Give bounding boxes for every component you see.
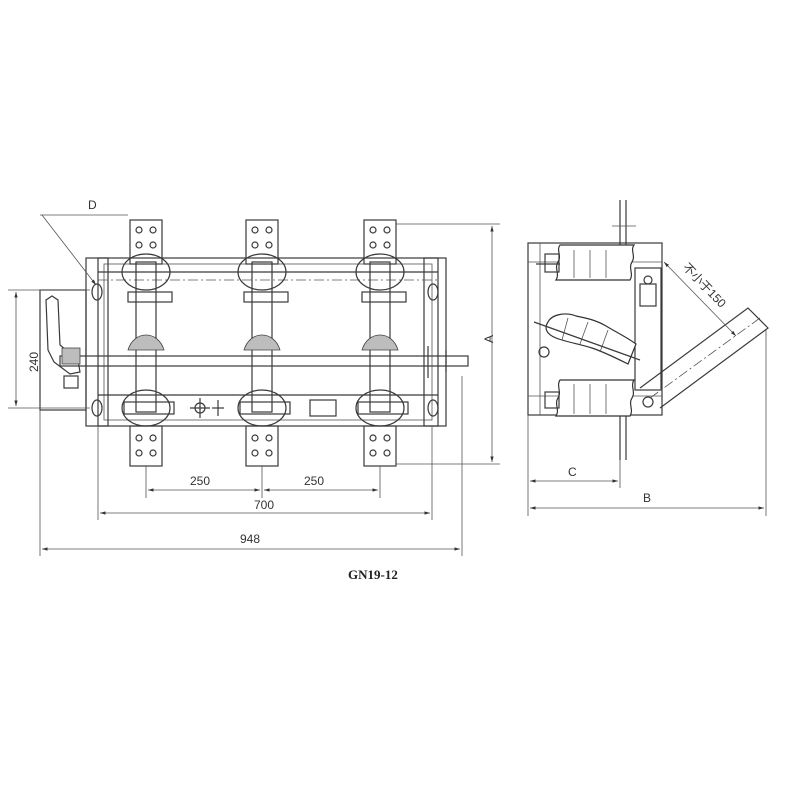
dim-250-right-label: 250 — [304, 474, 324, 488]
upper-insulator — [121, 253, 171, 291]
upper-insulator — [237, 253, 287, 291]
terminal-hole — [265, 434, 273, 442]
open-blade — [639, 307, 769, 409]
operating-shaft — [59, 355, 469, 367]
terminal-hole — [251, 241, 259, 249]
front-view: D 240 250 250 700 948 — [8, 198, 500, 556]
nameplate — [309, 399, 337, 417]
dim-948-label: 948 — [240, 532, 260, 546]
lower-clamp — [239, 401, 291, 415]
lower-clamp — [123, 401, 175, 415]
rib — [599, 329, 609, 353]
terminal-hole — [149, 241, 157, 249]
lower-clamp — [357, 401, 409, 415]
terminal-hole — [383, 241, 391, 249]
terminal-hole — [251, 434, 259, 442]
side-middle-insulator — [533, 313, 641, 365]
dim-a: A — [396, 223, 500, 465]
blade-shade — [243, 334, 281, 351]
terminal-hole — [369, 434, 377, 442]
upper-insulator — [355, 253, 405, 291]
blade — [369, 261, 391, 413]
bracket — [639, 283, 657, 307]
blade-shade — [127, 334, 165, 351]
blade — [251, 261, 273, 413]
blade — [135, 261, 157, 413]
dim-c-label: C — [568, 465, 577, 479]
terminal-hole — [135, 434, 143, 442]
blade-line — [533, 321, 641, 361]
open-blade-outline — [639, 307, 769, 409]
blade-shade — [361, 334, 399, 351]
terminal-hole — [149, 226, 157, 234]
side-lower-insulator — [544, 379, 636, 417]
right-mount-plate — [423, 257, 447, 427]
terminal-hole — [251, 449, 259, 457]
side-dimensions: C B — [527, 330, 767, 516]
pole-middle — [237, 219, 291, 467]
upper-terminal — [363, 219, 397, 265]
terminal-hole — [135, 241, 143, 249]
mount-hole — [91, 283, 103, 301]
clamp — [243, 291, 289, 303]
dim-b-label: B — [643, 491, 651, 505]
rib — [579, 321, 589, 345]
clamp — [127, 291, 173, 303]
hinge — [538, 346, 550, 358]
terminal-hole — [369, 226, 377, 234]
clamp — [361, 291, 407, 303]
terminal-hole — [135, 226, 143, 234]
dim-240-label: 240 — [27, 352, 41, 372]
terminal-hole — [149, 434, 157, 442]
dim-a-label: A — [482, 335, 496, 343]
dim-d-leader — [41, 214, 97, 286]
terminal-hole — [369, 449, 377, 457]
terminal-hole — [383, 226, 391, 234]
cap — [544, 253, 560, 273]
upper-terminal — [245, 219, 279, 265]
lower-terminal — [129, 425, 163, 467]
mount-hole — [427, 399, 439, 417]
terminal-hole — [265, 226, 273, 234]
terminal-hole — [265, 241, 273, 249]
terminal-hole — [265, 449, 273, 457]
pole-right — [355, 219, 409, 467]
rib — [561, 317, 569, 341]
pole-left — [121, 219, 175, 467]
handle-knob — [61, 347, 81, 365]
handle-lock — [63, 375, 79, 389]
terminal-hole — [251, 226, 259, 234]
mount-hole — [91, 399, 103, 417]
dim-clearance: 不小于150 — [663, 260, 737, 337]
dim-d-label: D — [88, 198, 97, 212]
mount-hole — [427, 283, 439, 301]
side-upper-insulator — [536, 244, 636, 281]
lower-terminal — [363, 425, 397, 467]
dim-700-label: 700 — [254, 498, 274, 512]
dim-250-left-label: 250 — [190, 474, 210, 488]
front-dimensions: D 240 250 250 700 948 — [8, 198, 463, 556]
terminal-hole — [383, 434, 391, 442]
dim-clearance-line — [663, 261, 737, 337]
blade-centerline — [649, 317, 761, 399]
side-plate — [634, 267, 662, 391]
terminal-hole — [135, 449, 143, 457]
left-mount-plate — [85, 257, 109, 427]
terminal-hole — [369, 241, 377, 249]
bolt — [643, 275, 653, 285]
terminal-hole — [149, 449, 157, 457]
upper-terminal — [129, 219, 163, 265]
cap — [544, 391, 560, 409]
operating-handle — [45, 295, 81, 375]
terminal-hole — [383, 449, 391, 457]
pivot — [642, 396, 654, 408]
drawing-title: GN19-12 — [348, 567, 398, 582]
lower-terminal — [245, 425, 279, 467]
side-view: 不小于150 C B — [527, 200, 769, 516]
